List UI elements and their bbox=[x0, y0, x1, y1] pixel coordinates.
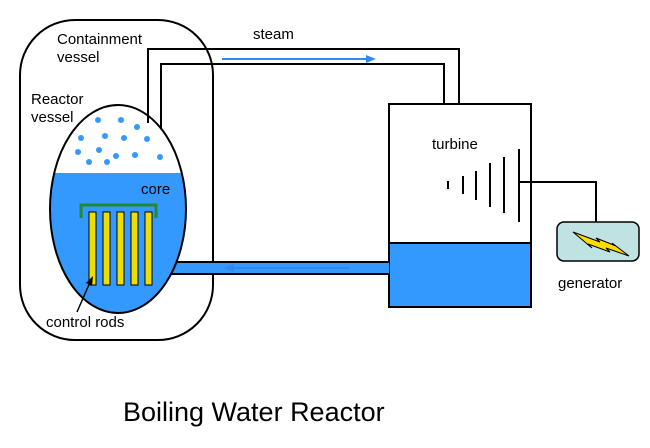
lightning-bolt-icon bbox=[572, 231, 630, 257]
core-label: core bbox=[141, 181, 170, 198]
control-rods-pointer bbox=[76, 276, 93, 313]
generator bbox=[556, 221, 640, 262]
steam-label: steam bbox=[253, 26, 294, 43]
turbine-label: turbine bbox=[432, 136, 478, 153]
containment-label-line1: Containment bbox=[57, 31, 143, 48]
water-flow-arrow bbox=[224, 264, 350, 272]
generator-label: generator bbox=[558, 275, 622, 292]
control-rods bbox=[88, 211, 153, 286]
reactor-label-line1: Reactor bbox=[31, 91, 84, 108]
control-rods-label: control rods bbox=[46, 314, 124, 331]
turbine-housing bbox=[388, 103, 532, 308]
steam-bubbles bbox=[75, 117, 163, 165]
steam-pipe bbox=[147, 48, 460, 128]
core-bracket bbox=[79, 203, 158, 218]
steam-flow-arrow bbox=[222, 55, 376, 63]
reactor-label-line2: vessel bbox=[31, 109, 74, 126]
diagram-title: Boiling Water Reactor bbox=[123, 397, 385, 427]
containment-vessel bbox=[19, 19, 214, 341]
turbine-blades bbox=[447, 149, 520, 222]
containment-label-line2: vessel bbox=[57, 49, 100, 66]
turbine-shaft bbox=[520, 181, 597, 222]
